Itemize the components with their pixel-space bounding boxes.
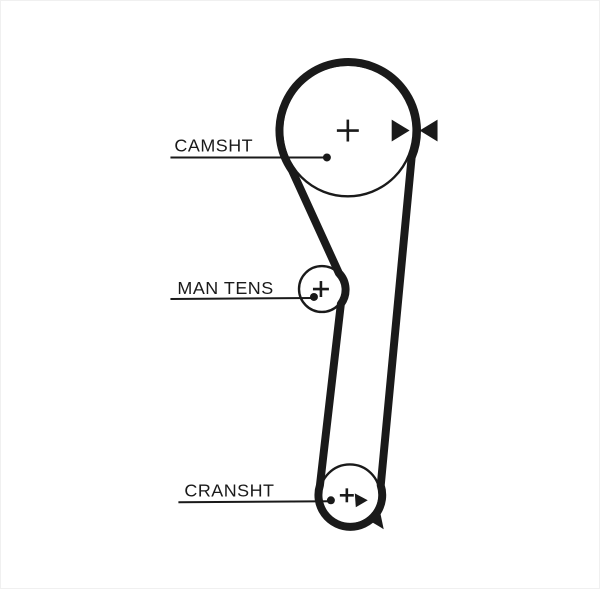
tensioner-leader-line (170, 296, 313, 300)
camshaft-leader-dot (322, 153, 331, 162)
tensioner-label: MAN TENS (177, 278, 273, 298)
tensioner-pulley-circle (297, 264, 347, 314)
crankshaft-label: CRANSHT (184, 480, 274, 500)
tensioner-plus-icon (312, 281, 329, 297)
crank-timing-arrow-outer-icon (368, 510, 384, 530)
cam-timing-arrow-left-icon (419, 119, 438, 142)
camshaft-label: CAMSHT (174, 135, 253, 155)
camshaft-pulley-circle (280, 63, 415, 198)
crankshaft-leader-line (178, 500, 331, 504)
crankshaft-leader-dot (326, 496, 335, 505)
timing-belt-path (275, 58, 421, 531)
camshaft-plus-icon (336, 119, 359, 142)
cam-timing-arrow-right-icon (391, 119, 410, 142)
crankshaft-pulley-circle (318, 463, 381, 526)
crank-timing-arrow-inner-icon (354, 493, 368, 508)
tensioner-leader-dot (309, 293, 318, 301)
crankshaft-plus-icon (339, 488, 354, 503)
